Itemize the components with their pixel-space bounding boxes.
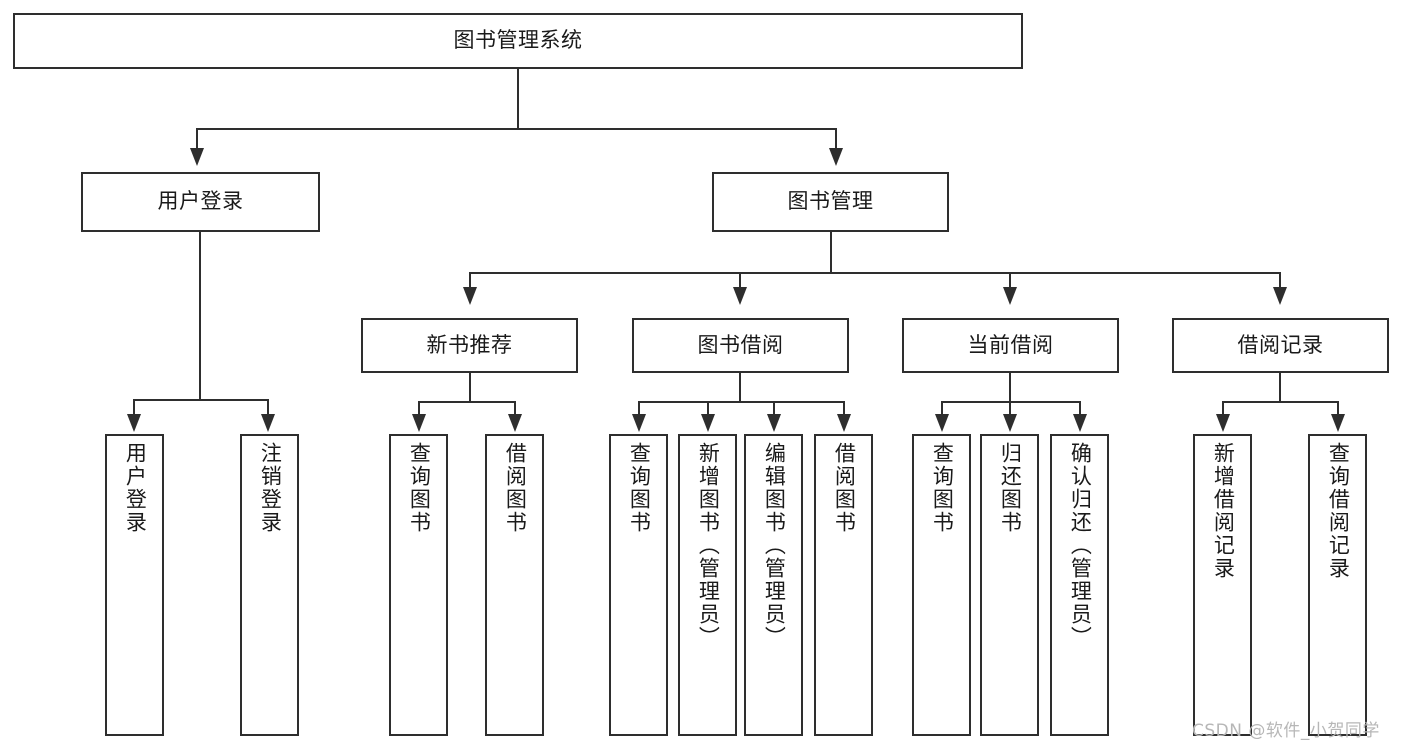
- arrow-down-icon: [1073, 414, 1087, 432]
- edge-branch: [941, 401, 943, 417]
- node-leaf-borrow-book-1[interactable]: 借阅图书: [485, 434, 544, 736]
- arrow-down-icon: [1003, 414, 1017, 432]
- node-leaf-edit-book[interactable]: 编辑图书（管理员）: [744, 434, 803, 736]
- node-leaf-query-record[interactable]: 查询借阅记录: [1308, 434, 1367, 736]
- edge-branch: [1222, 401, 1224, 417]
- node-current-borrow[interactable]: 当前借阅: [902, 318, 1119, 373]
- arrow-down-icon: [1216, 414, 1230, 432]
- edge-branch: [843, 401, 845, 417]
- node-label: 图书管理系统: [453, 28, 583, 53]
- node-leaf-add-record[interactable]: 新增借阅记录: [1193, 434, 1252, 736]
- node-label: 归还图书: [998, 442, 1023, 534]
- edge-borrow-record-bar: [1222, 401, 1339, 403]
- arrow-down-icon: [632, 414, 646, 432]
- edge-book-manage-stem: [830, 232, 832, 274]
- edge-branch: [514, 401, 516, 417]
- node-label: 借阅记录: [1237, 332, 1324, 357]
- edge-user-login-stem: [199, 232, 201, 401]
- edge-book-manage-bar: [469, 272, 1281, 274]
- edge-book-borrow-bar: [638, 401, 845, 403]
- node-user-login[interactable]: 用户登录: [81, 172, 320, 232]
- edge-new-book-rec-stem: [469, 373, 471, 403]
- node-label: 新增借阅记录: [1211, 442, 1236, 580]
- edge-branch: [418, 401, 420, 417]
- arrow-down-icon: [767, 414, 781, 432]
- node-leaf-query-book-1[interactable]: 查询图书: [389, 434, 448, 736]
- edge-to-borrow-record: [1279, 272, 1281, 290]
- node-book-manage[interactable]: 图书管理: [712, 172, 949, 232]
- arrow-down-icon: [127, 414, 141, 432]
- node-label: 图书管理: [787, 189, 874, 214]
- node-label: 查询图书: [407, 442, 432, 534]
- arrow-down-icon: [733, 287, 747, 305]
- node-root-book-management-system[interactable]: 图书管理系统: [13, 13, 1023, 69]
- node-new-book-rec[interactable]: 新书推荐: [361, 318, 578, 373]
- edge-root-bar: [196, 128, 837, 130]
- node-label: 借阅图书: [503, 442, 528, 534]
- node-label: 新书推荐: [426, 332, 513, 357]
- edge-borrow-record-stem: [1279, 373, 1281, 403]
- node-leaf-confirm-return[interactable]: 确认归还（管理员）: [1050, 434, 1109, 736]
- edge-new-book-rec-bar: [418, 401, 516, 403]
- node-leaf-user-login[interactable]: 用户登录: [105, 434, 164, 736]
- edge-branch: [1079, 401, 1081, 417]
- arrow-down-icon: [261, 414, 275, 432]
- edge-user-login-bar: [133, 399, 269, 401]
- node-label: 确认归还（管理员）: [1068, 442, 1093, 649]
- edge-book-borrow-stem: [739, 373, 741, 403]
- edge-root-to-user-login: [196, 128, 198, 150]
- arrow-down-icon: [935, 414, 949, 432]
- edge-to-leaf-user-login: [133, 399, 135, 417]
- arrow-down-icon: [1331, 414, 1345, 432]
- edge-current-borrow-bar: [941, 401, 1081, 403]
- node-leaf-borrow-book-2[interactable]: 借阅图书: [814, 434, 873, 736]
- edge-root-stem: [517, 69, 519, 129]
- edge-branch: [773, 401, 775, 417]
- edge-to-leaf-user-logout: [267, 399, 269, 417]
- edge-branch: [638, 401, 640, 417]
- node-leaf-add-book[interactable]: 新增图书（管理员）: [678, 434, 737, 736]
- arrow-down-icon: [412, 414, 426, 432]
- arrow-down-icon: [1003, 287, 1017, 305]
- node-leaf-return-book[interactable]: 归还图书: [980, 434, 1039, 736]
- edge-branch: [707, 401, 709, 417]
- node-borrow-record[interactable]: 借阅记录: [1172, 318, 1389, 373]
- node-leaf-user-logout[interactable]: 注销登录: [240, 434, 299, 736]
- node-label: 注销登录: [258, 442, 283, 534]
- arrow-down-icon: [837, 414, 851, 432]
- arrow-down-icon: [463, 287, 477, 305]
- edge-to-current-borrow: [1009, 272, 1011, 290]
- node-label: 编辑图书（管理员）: [762, 442, 787, 649]
- arrow-down-icon: [829, 148, 843, 166]
- arrow-down-icon: [701, 414, 715, 432]
- node-label: 图书借阅: [697, 332, 784, 357]
- node-label: 查询图书: [627, 442, 652, 534]
- node-label: 新增图书（管理员）: [696, 442, 721, 649]
- arrow-down-icon: [1273, 287, 1287, 305]
- node-label: 用户登录: [123, 442, 148, 534]
- edge-to-book-borrow: [739, 272, 741, 290]
- node-label: 查询图书: [930, 442, 955, 534]
- node-book-borrow[interactable]: 图书借阅: [632, 318, 849, 373]
- edge-branch: [1337, 401, 1339, 417]
- node-label: 借阅图书: [832, 442, 857, 534]
- edge-current-borrow-stem: [1009, 373, 1011, 403]
- arrow-down-icon: [508, 414, 522, 432]
- node-label: 当前借阅: [967, 332, 1054, 357]
- edge-root-to-book-manage: [835, 128, 837, 150]
- arrow-down-icon: [190, 148, 204, 166]
- csdn-watermark: CSDN @软件_小贺同学: [1192, 721, 1380, 741]
- node-label: 用户登录: [157, 189, 244, 214]
- edge-branch: [1009, 401, 1011, 417]
- edge-to-new-book-rec: [469, 272, 471, 290]
- node-leaf-query-book-2[interactable]: 查询图书: [609, 434, 668, 736]
- node-leaf-query-book-3[interactable]: 查询图书: [912, 434, 971, 736]
- node-label: 查询借阅记录: [1326, 442, 1351, 580]
